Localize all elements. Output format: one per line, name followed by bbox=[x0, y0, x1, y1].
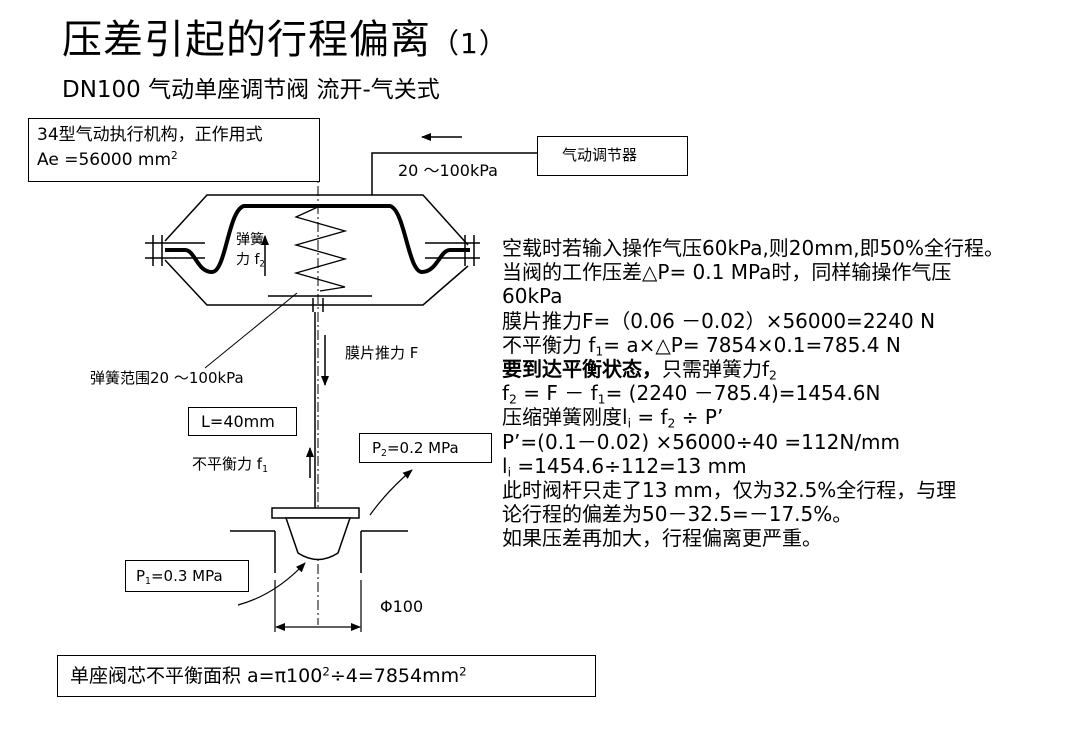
explanation-line: li =1454.6÷112=13 mm bbox=[502, 453, 747, 480]
explanation-line: P’=(0.1－0.02) ×56000÷40 =112N/mm bbox=[502, 429, 901, 454]
explanation-line: 此时阀杆只走了13 mm，仅为32.5%全行程，与理 bbox=[502, 478, 957, 503]
valve-plug-top bbox=[271, 507, 360, 519]
explanation-text: 空载时若输入操作气压60kPa,则20mm,即50%全行程。 当阀的工作压差△P… bbox=[502, 236, 1072, 551]
signal-range-label: 20 ～100kPa bbox=[398, 161, 498, 180]
diaphragm bbox=[165, 204, 470, 275]
spring-range-leader bbox=[204, 292, 298, 369]
controller-label: 气动调节器 bbox=[562, 146, 638, 164]
explanation-line: 膜片推力F=（0.06 －0.02）×56000=2240 N bbox=[502, 308, 936, 333]
title-text: 压差引起的行程偏离 bbox=[62, 17, 431, 63]
p2-box: P2=0.2 MPa bbox=[359, 433, 492, 463]
signal-pipe bbox=[371, 152, 540, 195]
actuator-type-text: 34型气动执行机构，正作用式 bbox=[37, 125, 263, 145]
area-box: 单座阀芯不平衡面积 a=π1002÷4=7854mm2 bbox=[57, 655, 596, 697]
explanation-line: 压缩弹簧刚度li = f2 ÷ P’ bbox=[502, 405, 724, 432]
explanation-line: 空载时若输入操作气压60kPa,则20mm,即50%全行程。 bbox=[502, 236, 1005, 260]
p1-box: P1=0.3 MPa bbox=[125, 560, 249, 592]
explanation-line: 不平衡力 f1= a×△P= 7854×0.1=785.4 N bbox=[502, 332, 901, 359]
valve-plug bbox=[284, 517, 352, 561]
controller-box: 气动调节器 bbox=[537, 136, 688, 176]
explanation-line: 60kPa bbox=[502, 284, 563, 309]
diameter-dimension bbox=[274, 580, 362, 632]
page-title: 压差引起的行程偏离（1） bbox=[62, 14, 508, 70]
diaphragm-thrust-label: 膜片推力 F bbox=[345, 344, 419, 362]
actuator-upper-casing bbox=[164, 194, 469, 246]
stroke-box: L=40mm bbox=[188, 407, 297, 436]
explanation-line: 要到达平衡状态，只需弹簧力f2 bbox=[502, 357, 777, 383]
explanation-line: 论行程的偏差为50－32.5=－17.5%。 bbox=[502, 502, 853, 527]
actuator-info-box: 34型气动执行机构，正作用式 Ae =56000 mm2 bbox=[28, 118, 320, 182]
explanation-line: 当阀的工作压差△P= 0.1 MPa时，同样输操作气压 bbox=[502, 260, 952, 285]
title-number: （1） bbox=[431, 27, 508, 60]
unbalance-force-label: 不平衡力 f1 bbox=[192, 455, 268, 475]
p2-leader-arrow bbox=[369, 469, 413, 516]
explanation-line: f2 = F － f1= (2240 －785.4)=1454.6N bbox=[502, 381, 881, 407]
actuator-lower-casing bbox=[164, 259, 469, 306]
spring bbox=[293, 205, 348, 292]
explanation-line: 如果压差再加大，行程偏离更严重。 bbox=[502, 526, 822, 551]
actuator-area-text: Ae =56000 mm2 bbox=[37, 150, 178, 170]
diameter-label: Φ100 bbox=[380, 597, 424, 616]
p1-leader-arrow bbox=[237, 562, 306, 606]
spring-force-label: 弹簧 力 f2 bbox=[236, 232, 265, 270]
spring-range-label: 弹簧范围20 ～100kPa bbox=[90, 369, 244, 387]
subtitle: DN100 气动单座调节阀 流开-气关式 bbox=[62, 77, 440, 103]
valve-seat bbox=[230, 530, 408, 573]
